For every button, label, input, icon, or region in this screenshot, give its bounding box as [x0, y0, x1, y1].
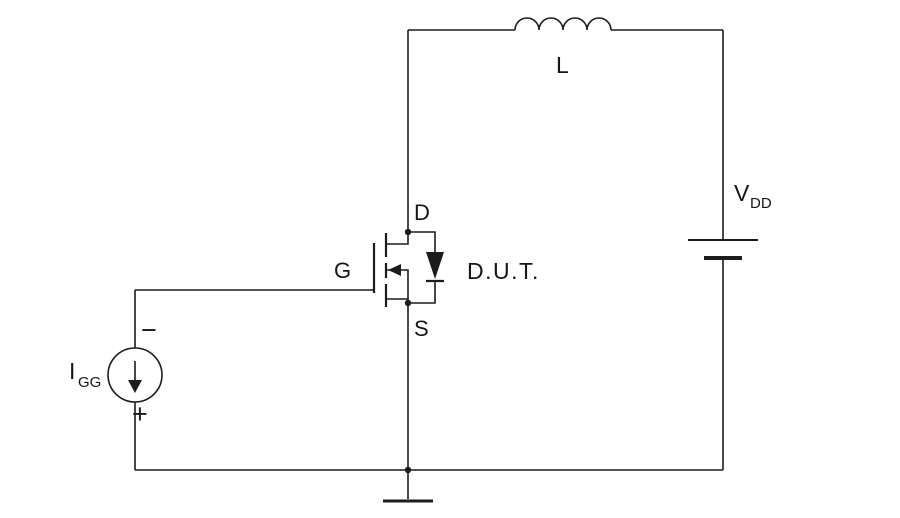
inductor-label: L — [556, 52, 569, 78]
drain-label: D — [414, 200, 430, 225]
polarity-minus-label: − — [141, 315, 157, 345]
diode-branch-top — [408, 231, 436, 252]
mosfet-body-lead — [386, 269, 409, 303]
dut-label: D.U.T. — [467, 258, 540, 284]
mosfet-body-arrow-icon — [388, 264, 401, 276]
diode-branch-bottom — [408, 281, 436, 304]
current-source-arrowhead-icon — [128, 380, 142, 393]
mosfet-drain-lead — [386, 232, 409, 245]
gate-label: G — [334, 258, 351, 283]
polarity-plus-label: + — [132, 399, 148, 429]
body-diode-icon — [426, 252, 444, 279]
vdd-label: V — [734, 180, 750, 206]
inductor-coil-icon — [514, 17, 612, 31]
igg-label-subscript: GG — [78, 374, 101, 391]
vdd-label-subscript: DD — [750, 195, 772, 212]
source-label: S — [414, 316, 429, 341]
igg-label: I — [69, 358, 75, 384]
